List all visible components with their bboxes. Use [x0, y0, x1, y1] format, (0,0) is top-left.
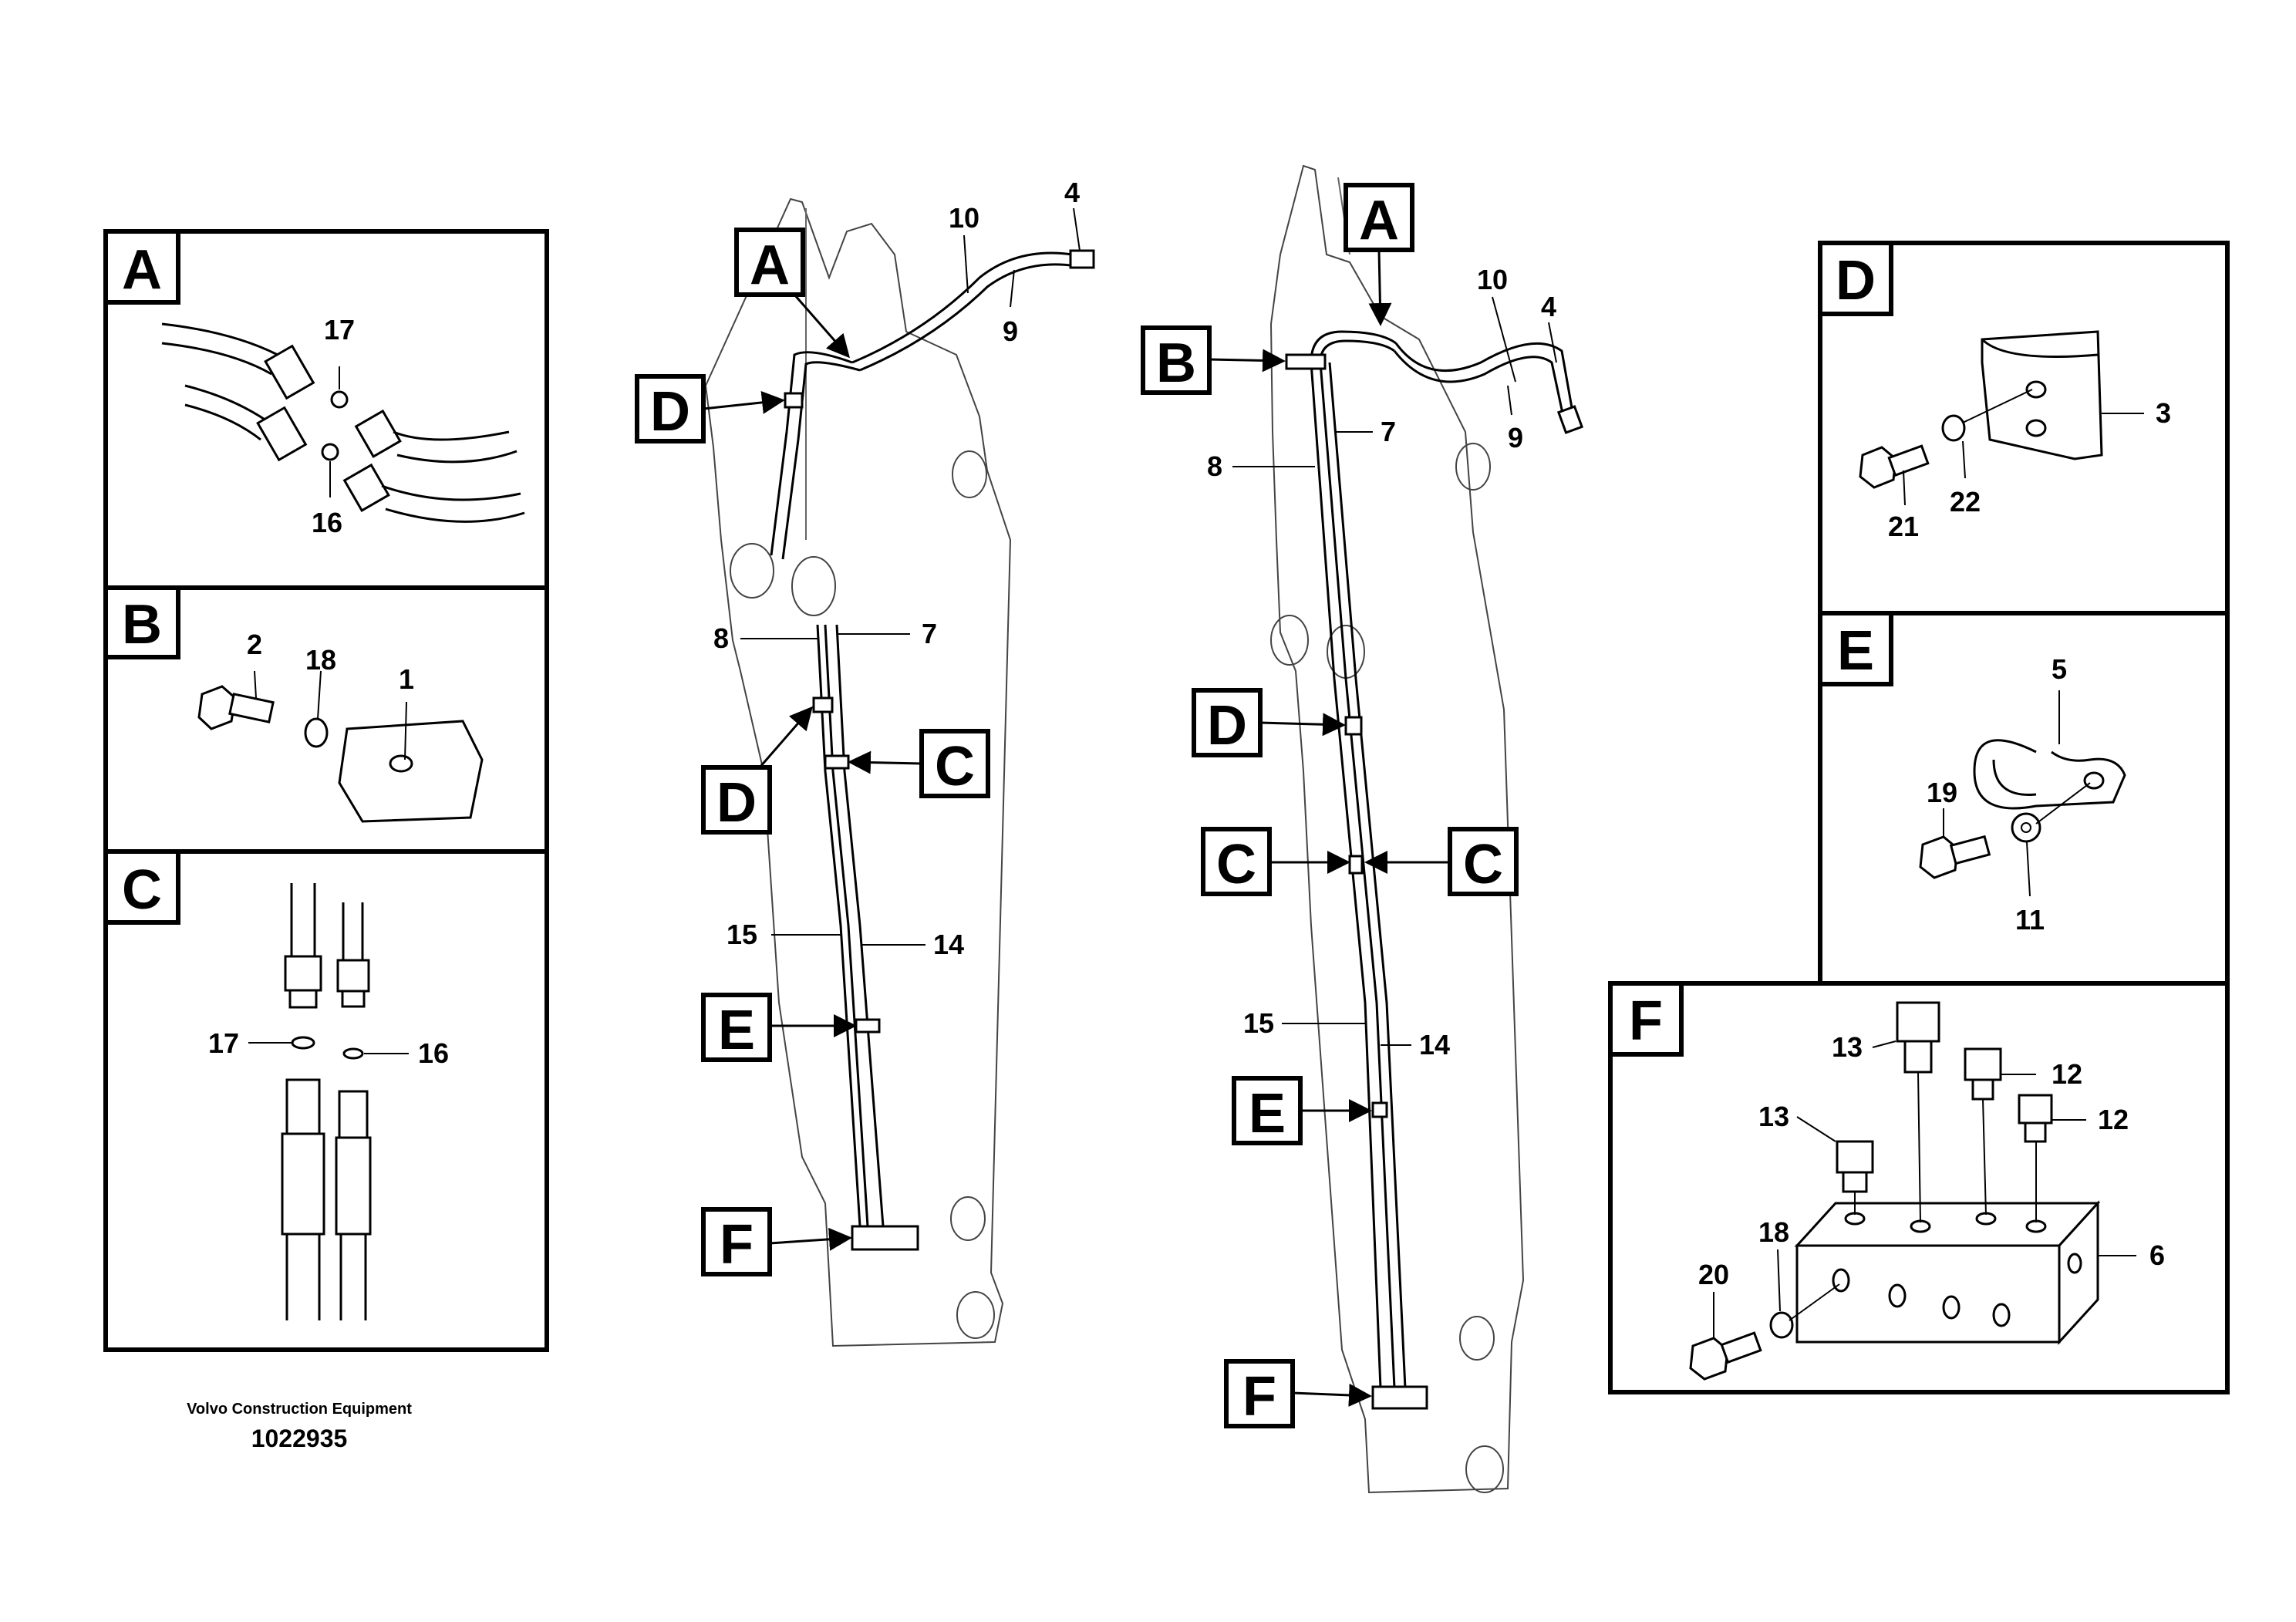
detail-d-label: D — [1836, 250, 1876, 312]
boom-left-part-14: 14 — [933, 929, 964, 960]
part-2-label: 2 — [247, 629, 262, 660]
boom-right-part-10: 10 — [1477, 264, 1508, 295]
part-12-label-a: 12 — [2052, 1058, 2082, 1090]
detail-c-label: C — [122, 859, 162, 921]
boom-right-part-9: 9 — [1508, 422, 1523, 454]
part-22-label: 22 — [1950, 486, 1981, 518]
part-6-label: 6 — [2149, 1239, 2165, 1271]
detail-a-label: A — [122, 239, 162, 301]
boom-right: A B D C C E F 10 4 9 7 8 15 14 — [1141, 164, 1584, 1494]
boom-left-d-top-label: D — [650, 381, 690, 443]
boom-right-e-label: E — [1249, 1083, 1286, 1145]
detail-b-label: B — [122, 594, 162, 656]
boom-right-f-label: F — [1242, 1366, 1276, 1428]
detail-panel-f: F 13 13 12 — [1608, 981, 2230, 1394]
detail-panel-d: D 3 21 22 — [1818, 241, 2230, 615]
boom-left-part-8: 8 — [713, 622, 729, 654]
boom-left: A D D C E F 10 4 9 8 7 15 14 — [635, 177, 1095, 1347]
part-1-label: 1 — [399, 663, 414, 695]
part-17-label: 17 — [324, 314, 355, 346]
part-18-label: 18 — [305, 644, 336, 676]
part-13-label-a: 13 — [1832, 1031, 1863, 1063]
boom-left-part-4: 4 — [1064, 177, 1080, 208]
boom-left-c-label: C — [935, 736, 975, 798]
part-11-label: 11 — [2015, 904, 2045, 936]
boom-right-part-15: 15 — [1243, 1007, 1274, 1039]
boom-left-part-10: 10 — [949, 202, 979, 234]
detail-e-label: E — [1837, 620, 1874, 682]
part-21-label: 21 — [1888, 511, 1919, 542]
boom-left-f-label: F — [720, 1214, 754, 1276]
part-12-label-b: 12 — [2098, 1104, 2129, 1135]
boom-left-d-bottom-label: D — [716, 772, 757, 834]
drawing-number: 1022935 — [251, 1425, 348, 1452]
boom-right-d-label: D — [1207, 695, 1247, 757]
part-3-label: 3 — [2156, 397, 2171, 429]
part-19-label: 19 — [1927, 777, 1957, 808]
boom-right-part-8: 8 — [1207, 450, 1222, 482]
boom-right-part-4: 4 — [1541, 291, 1556, 322]
part-18-label-f: 18 — [1758, 1216, 1789, 1248]
part-13-label-b: 13 — [1758, 1101, 1789, 1132]
part-17-label-c: 17 — [208, 1027, 239, 1059]
boom-right-b-label: B — [1156, 332, 1196, 394]
boom-right-a-label: A — [1359, 190, 1399, 251]
boom-left-part-15: 15 — [727, 919, 757, 950]
boom-left-a-label: A — [750, 234, 790, 296]
detail-f-label: F — [1629, 990, 1663, 1052]
part-5-label: 5 — [2052, 653, 2067, 685]
boom-right-part-14: 14 — [1419, 1029, 1450, 1061]
boom-right-part-7: 7 — [1381, 416, 1396, 447]
detail-panel-e: E 5 19 11 — [1818, 611, 2230, 986]
boom-right-c-right-label: C — [1463, 834, 1503, 895]
boom-left-part-9: 9 — [1003, 315, 1018, 347]
part-16-label-c: 16 — [418, 1037, 449, 1069]
part-16-label: 16 — [312, 507, 342, 538]
detail-panel-c: C 17 16 — [103, 849, 549, 1352]
part-20-label: 20 — [1698, 1259, 1729, 1290]
detail-panel-b: B 2 18 1 — [103, 585, 549, 854]
drawing-footer: Volvo Construction Equipment 1022935 — [168, 1400, 430, 1455]
boom-left-e-label: E — [718, 1000, 755, 1061]
company-name: Volvo Construction Equipment — [187, 1401, 412, 1418]
boom-right-c-left-label: C — [1216, 834, 1256, 895]
boom-left-part-7: 7 — [922, 618, 937, 649]
detail-panel-a: A 17 16 — [103, 229, 549, 590]
